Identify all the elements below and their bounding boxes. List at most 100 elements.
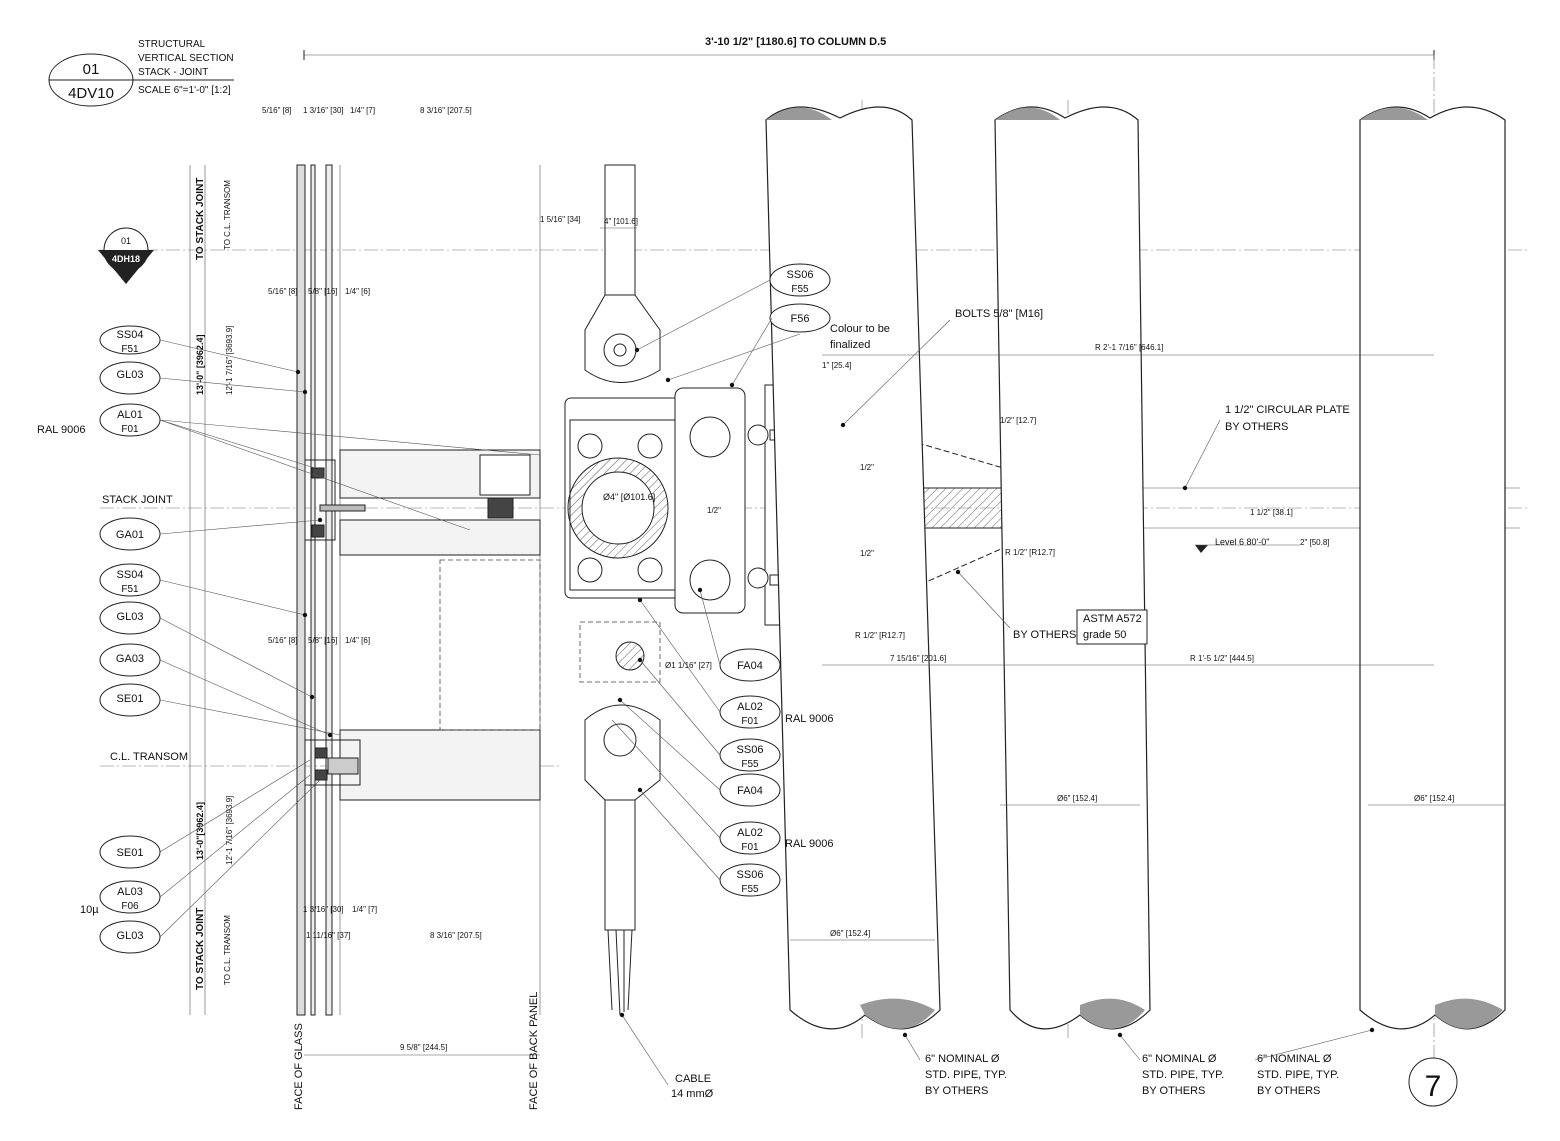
section-marker-ref: 4DH18 — [112, 254, 140, 264]
glass-panel — [189, 164, 541, 1016]
dim-1-11-16: 1 11/16" [37] — [306, 931, 351, 940]
section-marker: 01 4DH18 — [98, 227, 154, 284]
tag-sub: F51 — [121, 344, 139, 355]
tag-code: GL03 — [117, 930, 144, 942]
dim-5-16-mid: 5/16" [8] — [268, 287, 298, 296]
tag-f56: F56 — [769, 303, 831, 333]
tag-code: AL02 — [737, 701, 763, 713]
to-cl-transom-bot: TO C.L. TRANSOM — [223, 915, 232, 985]
pipe-left — [765, 106, 941, 1030]
dim-5-16-top: 5/16" [8] — [262, 106, 292, 115]
tag-se01-1: SE01 — [99, 683, 161, 717]
colour-note-1: Colour to be — [830, 323, 890, 335]
overall-dim-label: 3'-10 1/2" [1180.6] TO COLUMN D.5 — [705, 36, 886, 48]
side-labels: TO STACK JOINT TO C.L. TRANSOM 13'-0" [3… — [195, 178, 540, 1110]
pipe-note-a3: BY OTHERS — [925, 1085, 988, 1097]
tag-code: GA01 — [116, 529, 144, 541]
astm-1: ASTM A572 — [1083, 613, 1142, 625]
to-stack-joint-bot: TO STACK JOINT — [195, 908, 206, 990]
dim-1-4-bot: 1/4" [7] — [352, 905, 377, 914]
tag-ga03: GA03 — [99, 643, 161, 677]
tag-code: F56 — [791, 313, 810, 325]
pipe-note-a1: 6" NOMINAL Ø — [925, 1053, 1000, 1065]
overall-dimension: 3'-10 1/2" [1180.6] TO COLUMN D.5 — [303, 36, 1435, 60]
dimension-labels: 5/16" [8] 1 3/16" [30] 1/4" [7] 8 3/16" … — [262, 106, 1330, 1056]
tag-code: FA04 — [737, 785, 763, 797]
pipe-right — [1359, 106, 1506, 1030]
by-others-label: BY OTHERS — [1013, 629, 1076, 641]
tag-fa04-2: FA04 — [719, 773, 781, 807]
circular-plate-1: 1 1/2" CIRCULAR PLATE — [1225, 404, 1350, 416]
tag-code: SS04 — [117, 569, 144, 581]
tag-code: GL03 — [117, 369, 144, 381]
pipe-note-b3: BY OTHERS — [1142, 1085, 1205, 1097]
dim-1-4-mid: 1/4" [6] — [345, 287, 370, 296]
circular-plate-2: BY OTHERS — [1225, 421, 1288, 433]
tag-gl03-3: GL03 — [99, 920, 161, 954]
ral-left: RAL 9006 — [37, 424, 86, 436]
ral-mid-2: RAL 9006 — [785, 838, 834, 850]
tag-sub: F06 — [121, 901, 139, 912]
dim-4in: 4" [101.6] — [604, 217, 638, 226]
cable-rod — [584, 164, 661, 1016]
pipe-note-a2: STD. PIPE, TYP. — [925, 1069, 1007, 1081]
pipe-note-c1: 6" NOMINAL Ø — [1257, 1053, 1332, 1065]
title-block: 01 4DV10 STRUCTURAL VERTICAL SECTION STA… — [48, 39, 234, 107]
dim-5-8-mid: 5/8" [16] — [308, 287, 338, 296]
sheet-number-text: 7 — [1425, 1070, 1442, 1103]
r-bottom: R 1'-5 1/2" [444.5] — [1190, 654, 1254, 663]
stack-joint-profile — [304, 449, 541, 556]
tag-sub: F51 — [121, 584, 139, 595]
dim-8-3-16-bot: 8 3/16" [207.5] — [430, 931, 482, 940]
tag-code: FA04 — [737, 660, 763, 672]
dim-5-16-low: 5/16" [8] — [268, 636, 298, 645]
clamp-block: Ø4" [Ø101.6] — [564, 387, 746, 683]
dim-1-3-16-top: 1 3/16" [30] — [303, 106, 344, 115]
pipe-dia-left: Ø6" [152.4] — [830, 929, 870, 938]
tag-gl03-1: GL03 — [99, 361, 161, 395]
tag-code: SS06 — [737, 744, 764, 756]
tag-sub: F55 — [741, 884, 759, 895]
dim-7-15-16: 7 15/16" [201.6] — [890, 654, 946, 663]
tag-sub: F01 — [741, 716, 759, 727]
astm-2: grade 50 — [1083, 629, 1126, 641]
pipe-note-b1: 6" NOMINAL Ø — [1142, 1053, 1217, 1065]
face-of-back-panel: FACE OF BACK PANEL — [528, 992, 540, 1110]
to-cl-transom-top: TO C.L. TRANSOM — [223, 180, 232, 250]
radius-dims: R 2'-1 7/16" [646.1] R 1'-5 1/2" [444.5]… — [822, 343, 1434, 666]
height-top-sub: 12'-1 7/16" [3693.9] — [225, 326, 234, 395]
dim-1-4-top: 1/4" [7] — [350, 106, 375, 115]
title-line-3: STACK - JOINT — [138, 67, 208, 78]
dim-1-5-16: 1 5/16" [34] — [540, 215, 581, 224]
tag-code: AL03 — [117, 886, 143, 898]
bolts-label: BOLTS 5/8" [M16] — [955, 308, 1043, 320]
right-notes: Colour to be finalized BOLTS 5/8" [M16] … — [621, 308, 1373, 1100]
tag-sub: F01 — [741, 842, 759, 853]
pipe-note-c3: BY OTHERS — [1257, 1085, 1320, 1097]
tag-code: AL01 — [117, 409, 143, 421]
colour-note-2: finalized — [830, 339, 870, 351]
tag-sub: F55 — [741, 759, 759, 770]
ten-mu-label: 10µ — [80, 904, 99, 916]
dim-o-1-1-16: Ø1 1/16" [27] — [665, 661, 712, 670]
face-of-glass: FACE OF GLASS — [293, 1023, 305, 1110]
cl-transom-label: C.L. TRANSOM — [110, 751, 188, 763]
tag-code: SE01 — [117, 693, 144, 705]
tag-code: GA03 — [116, 653, 144, 665]
tag-se01-2: SE01 — [99, 835, 161, 869]
tag-code: SE01 — [117, 847, 144, 859]
height-bot-sub: 12'-1 7/16" [3693.9] — [225, 796, 234, 865]
to-stack-joint-top: TO STACK JOINT — [195, 178, 206, 260]
dim-1-4-low: 1/4" [6] — [345, 636, 370, 645]
tag-sub: F55 — [791, 284, 809, 295]
height-top: 13'-0" [3962.4] — [195, 335, 205, 395]
dim-1-half-38: 1 1/2" [38.1] — [1250, 508, 1293, 517]
